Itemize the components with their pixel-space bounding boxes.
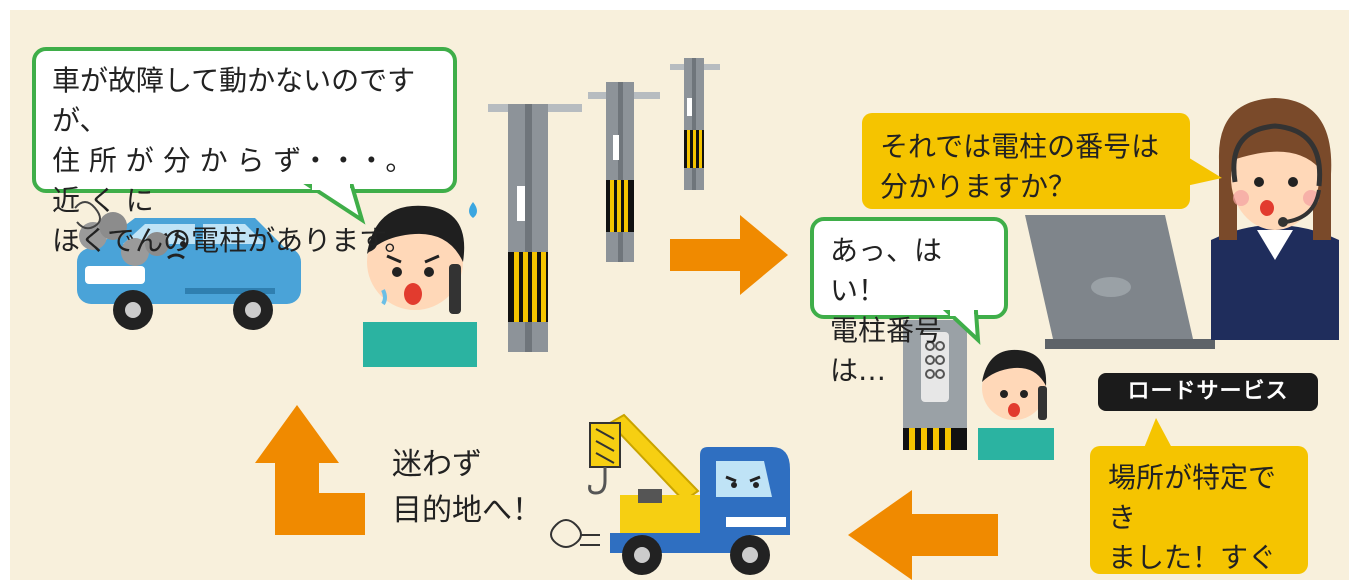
- orange-arrow-icon: [670, 215, 788, 295]
- laptop-icon: [1025, 215, 1215, 349]
- orange-arrow-icon: [848, 490, 998, 580]
- tow-truck-icon: [550, 413, 790, 575]
- utility-pole-icon: [670, 58, 720, 190]
- operator-question-bubble: それでは電柱の番号は 分かりますか？: [862, 113, 1190, 209]
- broken-car-icon: [74, 201, 301, 330]
- pole-box-icon: [903, 320, 967, 450]
- bubble-tail: [1186, 156, 1222, 186]
- bubble-tail: [303, 182, 366, 225]
- worried-man-phone-icon: [363, 202, 477, 367]
- driver-answer-bubble: あっ、はい！ 電柱番号は…: [810, 217, 1008, 387]
- diagram-panel: 車が故障して動かないのですが、 住 所 が 分 か ら ず・・・。 近 く に …: [10, 10, 1349, 580]
- operator-dispatch-bubble: 場所が特定でき ました！すぐに 手配します！: [1090, 446, 1308, 574]
- utility-pole-icon: [588, 82, 660, 262]
- utility-poles-icon: [488, 58, 720, 352]
- orange-arrow-icon: [255, 405, 365, 535]
- smoke-icon: [74, 201, 169, 266]
- road-service-label: ロードサービス: [1098, 373, 1318, 411]
- driver-speech-bubble: 車が故障して動かないのですが、 住 所 が 分 か ら ず・・・。 近 く に …: [32, 47, 457, 257]
- guide-text: 迷わず 目的地へ！: [392, 447, 542, 528]
- crane-icon: [588, 413, 700, 503]
- bubble-tail: [1144, 418, 1172, 448]
- utility-pole-icon: [488, 104, 582, 352]
- operator-headset-icon: [1211, 98, 1339, 340]
- exhaust-icon: [550, 519, 600, 548]
- bubble-tail: [942, 308, 981, 345]
- man-phone-icon: [978, 349, 1054, 460]
